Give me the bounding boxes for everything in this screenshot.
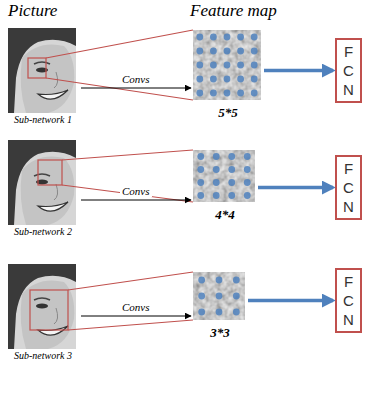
receptive-dot — [196, 48, 203, 55]
edge-label: Convs — [120, 73, 152, 85]
receptive-dot — [251, 48, 258, 55]
receptive-dot — [228, 192, 235, 199]
receptive-dot — [224, 62, 231, 69]
fcn-box: F C N — [335, 268, 362, 333]
output-arrow — [258, 186, 333, 190]
map-size: 5*5 — [193, 105, 263, 121]
fcn-label: F C N — [341, 159, 356, 216]
receptive-dot — [244, 179, 251, 186]
face-photo — [8, 264, 76, 349]
receptive-dot — [213, 166, 220, 173]
receptive-dot — [216, 309, 223, 316]
fcn-label: F C N — [341, 272, 356, 329]
receptive-dot — [196, 62, 203, 69]
edge-label: Convs — [120, 301, 152, 313]
receptive-dot — [213, 153, 220, 160]
receptive-dot — [196, 90, 203, 97]
subnetwork-label: Sub-network 2 — [6, 226, 80, 237]
receptive-dot — [244, 166, 251, 173]
receptive-dots — [196, 34, 257, 316]
feature-map: 3*3 — [193, 272, 247, 341]
fcn-box: F C N — [335, 155, 362, 220]
input-picture: Sub-network 1 — [6, 26, 80, 125]
crop-region — [28, 30, 193, 330]
receptive-dot — [228, 153, 235, 160]
subnetwork-label: Sub-network 1 — [6, 114, 80, 125]
receptive-dot — [237, 90, 244, 97]
receptive-dot — [216, 277, 223, 284]
feature-map-texture — [193, 30, 261, 100]
receptive-dot — [210, 48, 217, 55]
feature-map-texture — [193, 272, 245, 320]
receptive-dot — [196, 34, 203, 41]
receptive-dot — [210, 90, 217, 97]
map-size: 3*3 — [193, 325, 247, 341]
receptive-dot — [233, 309, 240, 316]
face-photo — [8, 140, 76, 225]
receptive-dot — [198, 309, 205, 316]
receptive-dot — [197, 166, 204, 173]
receptive-dot — [237, 62, 244, 69]
edge-label: Convs — [120, 185, 152, 197]
input-picture: Sub-network 2 — [6, 138, 80, 237]
fcn-box: F C N — [335, 38, 362, 103]
receptive-dot — [213, 192, 220, 199]
receptive-dot — [197, 153, 204, 160]
receptive-dot — [251, 62, 258, 69]
receptive-dot — [228, 166, 235, 173]
receptive-dot — [237, 76, 244, 83]
convs-arrow — [81, 200, 191, 201]
receptive-dot — [224, 34, 231, 41]
receptive-dot — [224, 90, 231, 97]
receptive-dot — [197, 179, 204, 186]
receptive-dot — [244, 192, 251, 199]
receptive-dot — [233, 277, 240, 284]
output-arrow — [264, 69, 333, 73]
receptive-dot — [251, 76, 258, 83]
receptive-dot — [197, 192, 204, 199]
map-size: 4*4 — [193, 207, 257, 223]
feature-map: 4*4 — [193, 150, 257, 223]
receptive-dot — [210, 34, 217, 41]
feature-map: 5*5 — [193, 30, 263, 121]
convs-arrow — [81, 88, 191, 89]
face-photo — [8, 28, 76, 113]
column-heading: Picture — [8, 1, 57, 21]
receptive-dot — [210, 62, 217, 69]
convs-arrow — [81, 316, 191, 317]
receptive-dot — [244, 153, 251, 160]
output-arrow — [248, 299, 333, 303]
receptive-dot — [237, 34, 244, 41]
feature-map-texture — [193, 150, 255, 202]
receptive-dot — [251, 34, 258, 41]
input-picture: Sub-network 3 — [6, 262, 80, 361]
subnetwork-label: Sub-network 3 — [6, 350, 80, 361]
receptive-dot — [198, 277, 205, 284]
receptive-dot — [237, 48, 244, 55]
receptive-dot — [216, 293, 223, 300]
column-heading: Feature map — [190, 1, 277, 21]
fcn-label: F C N — [341, 42, 356, 99]
receptive-dot — [198, 293, 205, 300]
receptive-dot — [210, 76, 217, 83]
receptive-dot — [224, 48, 231, 55]
receptive-dot — [251, 90, 258, 97]
receptive-dot — [213, 179, 220, 186]
receptive-dot — [224, 76, 231, 83]
receptive-dot — [233, 293, 240, 300]
receptive-dot — [228, 179, 235, 186]
receptive-dot — [196, 76, 203, 83]
